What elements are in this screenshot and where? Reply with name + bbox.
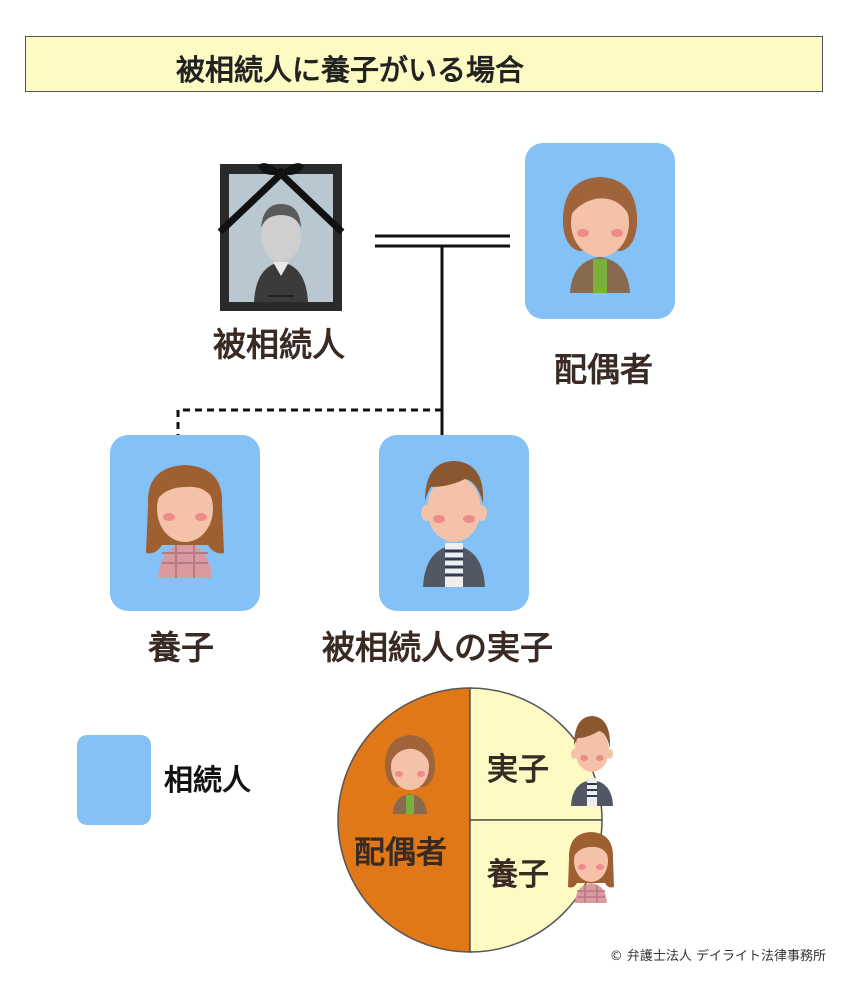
biological-child-label: 被相続人の実子 <box>322 621 553 669</box>
pie-biological-child-avatar <box>563 708 621 808</box>
deceased-label: 被相続人 <box>213 318 345 366</box>
adopted-child-tile <box>110 435 260 611</box>
legend-swatch <box>77 735 151 825</box>
spouse-tile <box>525 143 675 319</box>
adopted-child-label: 養子 <box>148 621 214 669</box>
biological-child-avatar <box>379 435 529 611</box>
deceased-portrait <box>218 158 346 313</box>
pie-adopted-child-avatar <box>561 827 621 905</box>
spouse-label: 配偶者 <box>554 343 653 391</box>
pie-slice-spouse <box>338 688 470 952</box>
adoption-dashed-line <box>178 410 442 436</box>
pie-label-spouse: 配偶者 <box>354 827 447 872</box>
copyright-notice: © 弁護士法人 デイライト法律事務所 <box>610 945 826 964</box>
legend-label: 相続人 <box>164 757 251 799</box>
spouse-avatar <box>525 143 675 319</box>
pie-label-adopted-child: 養子 <box>487 849 549 894</box>
biological-child-tile <box>379 435 529 611</box>
adopted-child-avatar <box>110 435 260 611</box>
pie-label-biological-child: 実子 <box>487 744 549 789</box>
